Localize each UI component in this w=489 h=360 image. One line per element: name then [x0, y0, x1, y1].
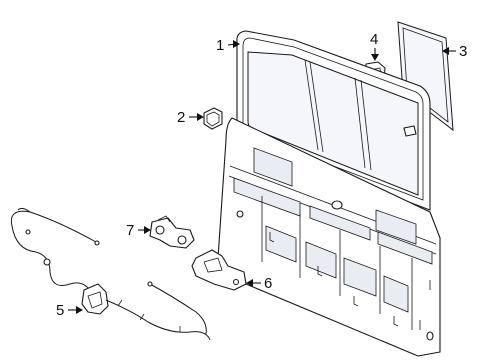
callout-6: 6: [246, 275, 272, 292]
callout-4: 4: [370, 31, 379, 61]
tailgate-panel: [216, 117, 441, 357]
callout-3: 3: [442, 43, 467, 60]
part-2-bumper: [203, 107, 223, 130]
callout-label-6: 6: [264, 275, 272, 292]
part-5-release-actuator: [81, 281, 211, 341]
callout-label-7: 7: [126, 222, 134, 239]
callout-label-2: 2: [177, 109, 185, 126]
callout-label-4: 4: [370, 31, 378, 48]
callout-5: 5: [56, 302, 83, 319]
part-6-bracket: [191, 249, 247, 291]
latch-cable: [10, 207, 100, 291]
callout-1: 1: [216, 37, 240, 54]
callout-label-5: 5: [56, 302, 64, 319]
callout-label-1: 1: [216, 37, 224, 54]
callout-label-3: 3: [459, 43, 467, 60]
callout-2: 2: [177, 109, 204, 126]
part-1-window-frame: [236, 30, 431, 211]
part-7-latch-actuator: [149, 215, 195, 249]
callout-7: 7: [126, 222, 151, 239]
part-3-glass-panel: [397, 21, 454, 132]
